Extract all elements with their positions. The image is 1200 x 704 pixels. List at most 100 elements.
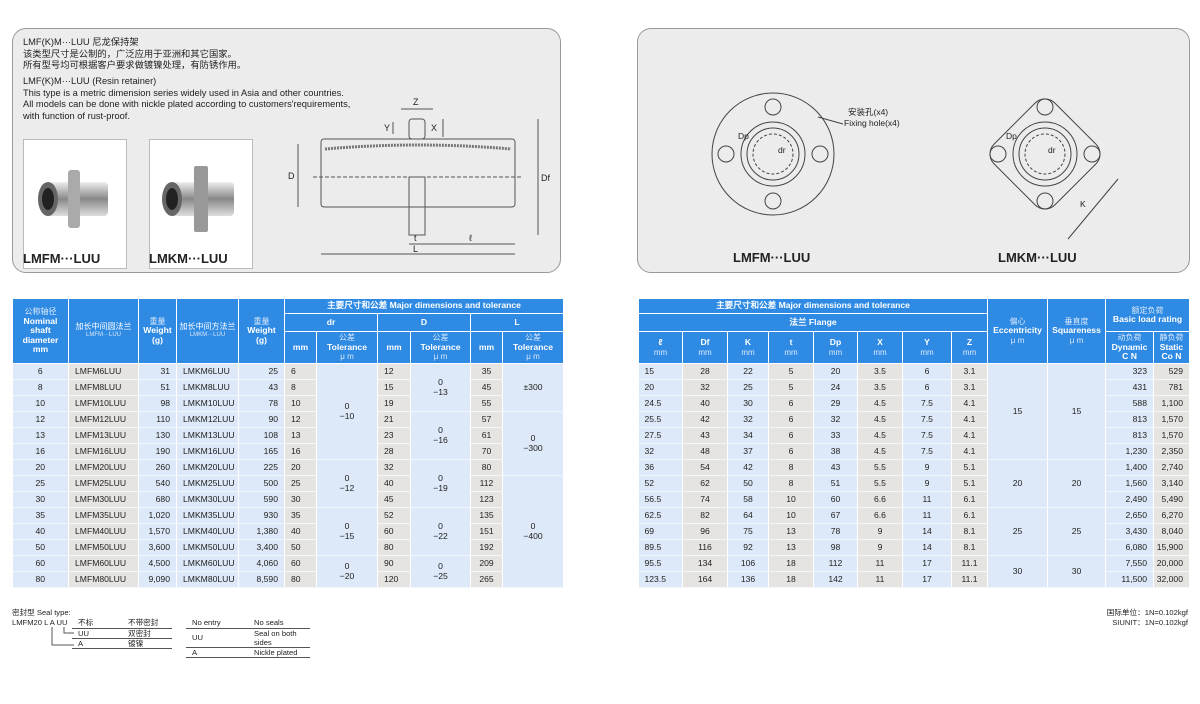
y-cell: 6 [902,379,952,396]
major-dimensions-header: 主要尺寸和公差 Major dimensions and tolerance [284,298,564,314]
major-dimensions-header: 主要尺寸和公差 Major dimensions and tolerance [638,298,988,314]
dp-cell: 112 [813,555,858,572]
dr-tolerance-cell-value: −20 [339,570,355,581]
l-cell: 89.5 [638,539,683,556]
l-cell: 20 [638,379,683,396]
l-cell: 95.5 [638,555,683,572]
l-cell: 55 [470,395,503,412]
l-cell: 36 [638,459,683,476]
bearing-drawing: Z Y X D Df t ℓ L [288,97,550,255]
dr-tolerance-cell: 0−10 [316,363,378,460]
d-header: D [377,313,471,332]
fixing-hole-en: Fixing hole(x4) [844,118,900,128]
l-cell: 52 [638,475,683,492]
tol-cn: 公差 [339,333,355,343]
dr-cell: 35 [284,507,317,524]
dim-df-label: Df [541,173,550,183]
x-cell: 5.5 [857,475,903,492]
col-symbol: Y [924,337,930,347]
l-cell: 45 [470,379,503,396]
d-cell: 32 [377,459,411,476]
z-cell: 4.1 [951,411,988,428]
lmkm-model-cell: LMKM16LUU [176,443,239,460]
static-load-cell: 2,350 [1153,443,1190,460]
lmkm-caption: LMKM···LUU [149,251,228,266]
dr-tolerance-cell: 0−20 [316,555,378,588]
d-cell: 40 [377,475,411,492]
static-load-cell: 15,900 [1153,539,1190,556]
col-unit: mm [741,347,755,357]
seal-cell: No seals [248,618,310,629]
eccentricity-cell-value: 25 [1012,525,1023,536]
lmkm-weight-cell: 3,400 [238,539,285,556]
t-cell: 13 [768,539,814,556]
l-tolerance-cell-value: −300 [523,442,543,453]
y-cell: 9 [902,475,952,492]
shaft-diameter-cell: 50 [12,539,69,556]
df-cell: 134 [682,555,728,572]
intro-en-line: with function of rust-proof. [23,110,130,121]
l-tolerance-cell-value: 0 [530,433,536,443]
static-load-cell: 1,100 [1153,395,1190,412]
d-tolerance-cell: 0−19 [410,459,471,508]
lmfm-weight-cell: 110 [138,411,177,428]
df-cell: 32 [682,379,728,396]
right-dimension-table: 主要尺寸和公差 Major dimensions and tolerance 偏… [638,298,1190,588]
t-cell: 13 [768,523,814,540]
dr-tolerance-cell-value: 0 [344,401,350,411]
lmfm-weight-cell: 3,600 [138,539,177,556]
t-cell: 6 [768,411,814,428]
lmkm-weight-cell: 25 [238,363,285,380]
d-mm-header: mm [377,331,411,364]
intro-cn-title: LMF(K)M···LUU 尼龙保持架 [23,37,139,47]
lmfm-model-cell: LMFM20LUU [68,459,139,476]
eccentricity-cell-value: 15 [1012,405,1023,416]
dr-tolerance-cell-value: −12 [339,482,355,493]
lmfm-weight-cell: 98 [138,395,177,412]
l-cell: 61 [470,427,503,444]
d-cell: 15 [377,379,411,396]
seal-cell: A [72,638,122,649]
d-tolerance-cell-value: −16 [433,434,448,445]
dr-cell: 20 [284,459,317,476]
lmkm-weight-cell: 108 [238,427,285,444]
lmkm-model-cell: LMKM8LUU [176,379,239,396]
seal-cell: Seal on both sides [248,628,310,648]
d-cell: 90 [377,555,411,572]
x-cell: 6.6 [857,491,903,508]
z-cell: 3.1 [951,379,988,396]
k-cell: 42 [727,459,769,476]
df-cell: 62 [682,475,728,492]
eccentricity-cell: 15 [987,363,1048,460]
d-cell: 19 [377,395,411,412]
lmkm-model-cell: LMKM20LUU [176,459,239,476]
z-cell: 8.1 [951,539,988,556]
dr-label-square: dr [1048,145,1056,155]
tol-en: Tolerance [420,341,461,352]
dynamic-load-cell: 588 [1105,395,1154,412]
dp-cell: 60 [813,491,858,508]
t-cell: 5 [768,363,814,380]
product-intro-panel: LMF(K)M···LUU 尼龙保持架 该类型尺寸是公制的，广泛应用于亚洲和其它… [12,28,561,273]
t-cell: 18 [768,555,814,572]
lmkm-photo [149,139,253,269]
lmfm-drawing-caption: LMFM···LUU [733,250,810,265]
t-cell: 8 [768,459,814,476]
l-cell: 35 [470,363,503,380]
lmfm-model-cell: LMFM60LUU [68,555,139,572]
x-cell: 3.5 [857,363,903,380]
lmfm-model-cell: LMFM30LUU [68,491,139,508]
squareness-cell: 25 [1047,507,1106,556]
y-cell: 7.5 [902,395,952,412]
static-load-cell: 32,000 [1153,571,1190,588]
